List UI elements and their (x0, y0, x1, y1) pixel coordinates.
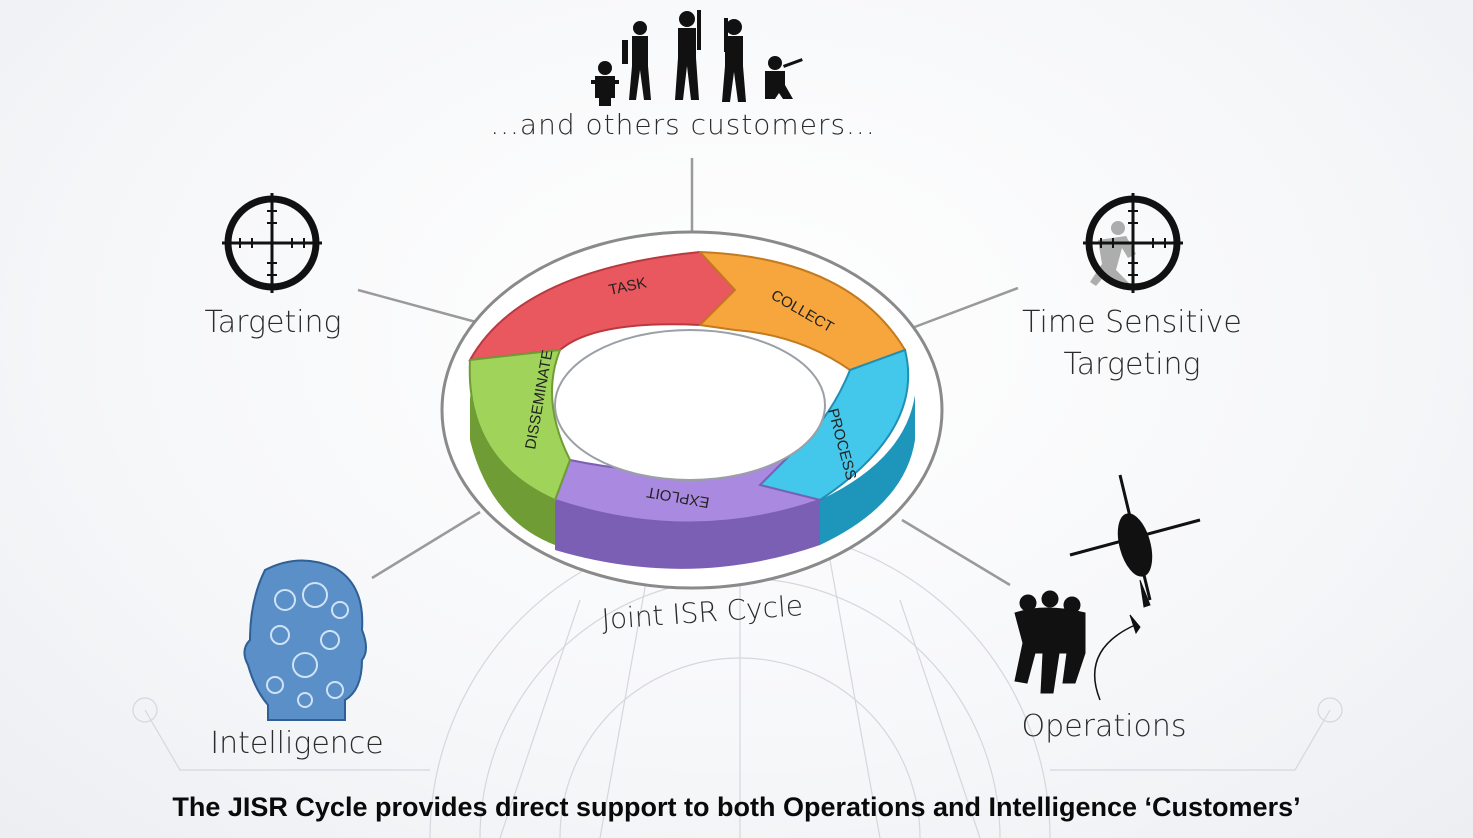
background-ornament (132, 527, 1343, 838)
segment-disseminate (468, 348, 572, 502)
helicopter-rappel-icon (1014, 474, 1201, 701)
process-side (820, 395, 915, 545)
gear-head-icon (243, 559, 367, 721)
left-label: Targeting (204, 305, 341, 340)
bottom-left-label: Intelligence (210, 726, 384, 761)
cycle-ring: TASK COLLECT PROCESS EXPLOIT DISSEMINATE (468, 250, 915, 569)
top-label: ...and others customers... (490, 108, 876, 141)
crosshair-icon (222, 193, 322, 293)
diagram-caption: The JISR Cycle provides direct support t… (172, 792, 1301, 822)
right-label-line2: Targeting (1063, 347, 1200, 382)
connector-lines (357, 158, 1019, 587)
right-label-line1: Time Sensitive (1022, 305, 1242, 340)
disseminate-side (470, 395, 555, 545)
cycle-inner-hole (554, 329, 826, 481)
soldiers-silhouette-icon (591, 10, 803, 106)
bottom-right-label: Operations (1022, 709, 1187, 744)
cycle-label: Joint ISR Cycle (601, 589, 805, 636)
running-man-crosshair-icon (1083, 193, 1183, 293)
